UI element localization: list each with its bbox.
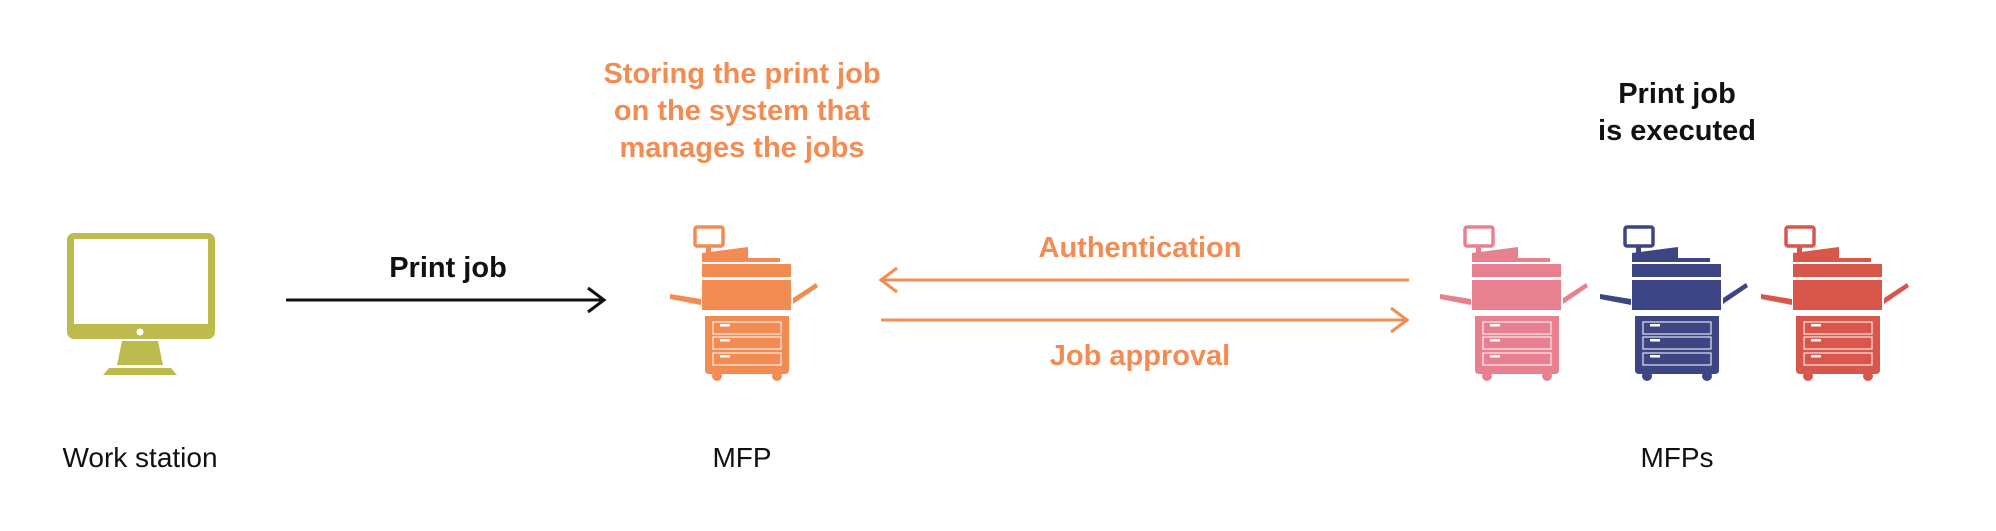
executed-title: Print job is executed xyxy=(1598,76,1756,150)
storing-title: Storing the print job on the system that… xyxy=(603,56,880,167)
mfps-label: MFPs xyxy=(1640,442,1714,473)
print-job-arrow xyxy=(286,286,607,314)
authentication-arrow xyxy=(878,266,1409,294)
job-approval-arrow xyxy=(881,306,1410,334)
authentication-label: Authentication xyxy=(1038,232,1242,264)
printer-icon xyxy=(1761,225,1909,381)
workstation-label: Work station xyxy=(62,442,218,473)
storing-title-line-2: on the system that xyxy=(613,95,871,127)
print-job-label: Print job xyxy=(389,252,507,284)
printer-icon xyxy=(1600,225,1748,381)
mfp-label: MFP xyxy=(712,442,772,473)
printer-icon xyxy=(670,225,818,381)
executed-title-line-2: is executed xyxy=(1598,115,1756,147)
storing-title-line-3: manages the jobs xyxy=(619,132,865,164)
storing-title-line-1: Storing the print job xyxy=(603,58,881,90)
printer-icon xyxy=(1440,225,1588,381)
job-approval-label: Job approval xyxy=(1049,340,1231,372)
executed-title-line-1: Print job xyxy=(1618,78,1736,110)
monitor-icon xyxy=(67,233,215,375)
